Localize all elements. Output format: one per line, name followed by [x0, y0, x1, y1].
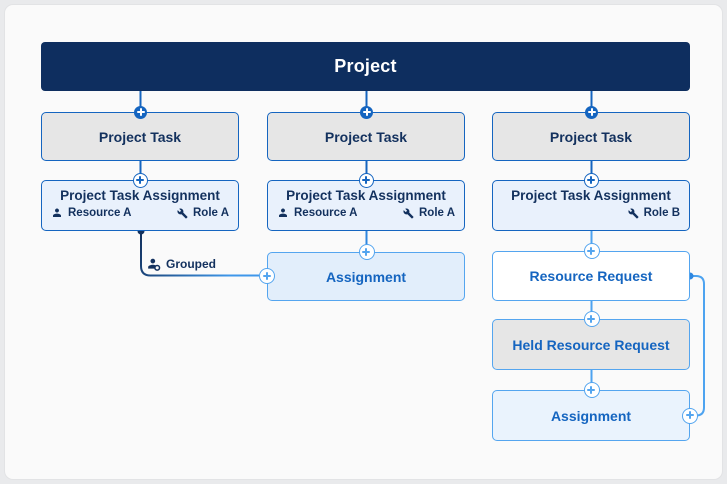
held-resource-request-node: Held Resource Request [492, 319, 690, 370]
plus-circle-icon [585, 105, 598, 119]
plus-circle-icon [583, 311, 600, 327]
plus-circle-icon [682, 407, 698, 424]
node-label: Project Task [324, 128, 408, 145]
project-task-node-3: Project Task [492, 112, 690, 161]
grouped-label: Grouped [166, 257, 216, 271]
role-chip: Role B [628, 207, 680, 219]
plus-circle-icon [360, 105, 373, 119]
plus-circle-icon [133, 172, 148, 188]
plus-circle-icon [259, 268, 275, 284]
resource-chip: Resource A [51, 207, 132, 219]
node-label: Held Resource Request [512, 336, 670, 353]
role-label: Role A [419, 207, 455, 219]
node-label: Assignment [325, 268, 407, 285]
project-task-node-2: Project Task [267, 112, 465, 161]
project-task-assignment-node-3: Project Task Assignment Role B [492, 180, 690, 231]
plus-circle-icon [584, 172, 599, 188]
resource-label: Resource A [294, 207, 358, 219]
node-label: Assignment [550, 407, 632, 424]
node-label: Project Task Assignment [511, 188, 671, 203]
plus-circle-icon [358, 244, 375, 260]
plus-circle-icon [583, 243, 600, 259]
project-task-assignment-node-1: Project Task Assignment Resource A Role … [41, 180, 239, 231]
wrench-icon [628, 208, 639, 219]
role-chip: Role A [403, 207, 455, 219]
project-node: Project [41, 42, 690, 91]
role-label: Role B [643, 207, 680, 219]
grouped-annotation: Grouped [147, 257, 216, 271]
resource-chip: Resource A [277, 207, 358, 219]
resource-label: Resource A [68, 207, 132, 219]
node-label: Project Task [98, 128, 182, 145]
node-label: Project Task [549, 128, 633, 145]
role-label: Role A [193, 207, 229, 219]
project-task-node-1: Project Task [41, 112, 239, 161]
person-icon [53, 208, 61, 217]
node-label: Resource Request [529, 268, 653, 284]
grouped-person-icon [148, 258, 161, 271]
node-label: Project Task Assignment [60, 188, 220, 203]
person-icon [279, 208, 287, 217]
wrench-icon [177, 208, 188, 219]
plus-circle-icon [134, 105, 147, 119]
wrench-icon [403, 208, 414, 219]
plus-circle-icon [583, 382, 600, 398]
project-task-assignment-node-2: Project Task Assignment Resource A Role … [267, 180, 465, 231]
node-label: Project [334, 56, 397, 76]
node-label: Project Task Assignment [286, 188, 446, 203]
role-chip: Role A [177, 207, 229, 219]
plus-circle-icon [359, 172, 374, 188]
connector-grouped [140, 231, 259, 277]
connector-resource-request-assignment [690, 275, 705, 417]
